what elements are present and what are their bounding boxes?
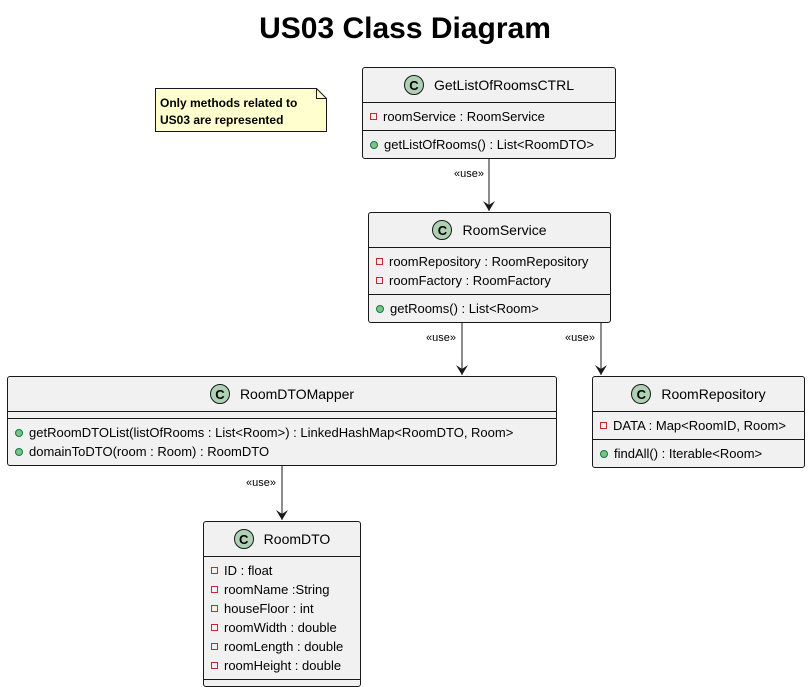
field-text: roomName :String (224, 582, 330, 597)
class-badge-icon: C (209, 384, 230, 404)
diagram-title: US03 Class Diagram (259, 12, 551, 45)
class-header: C RoomService (369, 213, 610, 248)
field-text: houseFloor : int (224, 601, 314, 616)
field-row: roomLength : double (211, 637, 360, 656)
method-row: domainToDTO(room : Room) : RoomDTO (15, 442, 556, 461)
field-text: ID : float (224, 563, 273, 578)
class-name: RoomRepository (661, 386, 766, 402)
class-roomdto[interactable]: C RoomDTO ID : float roomName :String ho… (203, 521, 361, 687)
field-row: roomFactory : RoomFactory (376, 271, 610, 290)
field-row: ID : float (211, 561, 360, 580)
field-row: roomWidth : double (211, 618, 360, 637)
fields-section: ID : float roomName :String houseFloor :… (204, 557, 360, 680)
class-name: RoomService (462, 222, 547, 238)
stereotype-mapper-dto: «use» (246, 477, 276, 489)
private-marker-icon (211, 662, 218, 669)
method-row: getRoomDTOList(listOfRooms : List<Room>)… (15, 423, 556, 442)
class-badge-icon: C (403, 75, 424, 95)
methods-section: getRoomDTOList(listOfRooms : List<Room>)… (8, 419, 556, 465)
field-row: DATA : Map<RoomID, Room> (600, 416, 804, 435)
private-marker-icon (370, 113, 377, 120)
method-text: domainToDTO(room : Room) : RoomDTO (29, 444, 270, 459)
private-marker-icon (211, 567, 218, 574)
private-marker-icon (376, 258, 383, 265)
class-badge-icon: C (631, 384, 652, 404)
field-text: roomRepository : RoomRepository (389, 254, 589, 269)
fields-section: DATA : Map<RoomID, Room> (593, 412, 804, 440)
methods-section: getListOfRooms() : List<RoomDTO> (363, 131, 615, 158)
class-getlistofroomsctrl[interactable]: C GetListOfRoomsCTRL roomService : RoomS… (362, 67, 616, 159)
public-marker-icon (15, 428, 23, 437)
class-header: C RoomRepository (593, 377, 804, 412)
private-marker-icon (211, 605, 218, 612)
private-marker-icon (211, 643, 218, 650)
class-roomrepository[interactable]: C RoomRepository DATA : Map<RoomID, Room… (592, 376, 805, 468)
field-text: roomFactory : RoomFactory (389, 273, 551, 288)
field-row: roomName :String (211, 580, 360, 599)
field-text: roomService : RoomService (383, 109, 545, 124)
note-line-1: Only methods related to (160, 96, 298, 110)
class-name: GetListOfRoomsCTRL (433, 77, 575, 93)
class-header: C RoomDTOMapper (8, 377, 556, 412)
field-text: roomHeight : double (224, 658, 342, 673)
public-marker-icon (376, 304, 384, 313)
field-text: roomLength : double (224, 639, 344, 654)
public-marker-icon (370, 140, 378, 149)
class-badge-icon: C (233, 529, 254, 549)
private-marker-icon (376, 277, 383, 284)
method-row: getRooms() : List<Room> (376, 299, 610, 318)
field-text: DATA : Map<RoomID, Room> (613, 418, 786, 433)
private-marker-icon (600, 422, 607, 429)
fields-section: roomRepository : RoomRepository roomFact… (369, 248, 610, 295)
field-row: roomRepository : RoomRepository (376, 252, 610, 271)
field-text: roomWidth : double (224, 620, 337, 635)
private-marker-icon (211, 624, 218, 631)
note-line-2: US03 are represented (160, 113, 284, 127)
public-marker-icon (15, 447, 23, 456)
methods-section: findAll() : Iterable<Room> (593, 440, 804, 467)
method-text: getListOfRooms() : List<RoomDTO> (384, 137, 594, 152)
method-text: getRoomDTOList(listOfRooms : List<Room>)… (29, 425, 514, 440)
field-row: roomHeight : double (211, 656, 360, 675)
stereotype-ctrl-service: «use» (454, 168, 484, 180)
note: Only methods related to US03 are represe… (155, 88, 327, 132)
class-roomdtomapper[interactable]: C RoomDTOMapper getRoomDTOList(listOfRoo… (7, 376, 557, 466)
fields-section (8, 412, 556, 419)
method-row: findAll() : Iterable<Room> (600, 444, 804, 463)
class-name: RoomDTO (263, 531, 331, 547)
methods-section: getRooms() : List<Room> (369, 295, 610, 322)
class-header: C RoomDTO (204, 522, 360, 557)
class-name: RoomDTOMapper (239, 386, 355, 402)
stereotype-service-repository: «use» (565, 332, 595, 344)
class-badge-icon: C (432, 220, 453, 240)
method-text: getRooms() : List<Room> (390, 301, 539, 316)
fields-section: roomService : RoomService (363, 103, 615, 131)
methods-section (204, 680, 360, 686)
field-row: houseFloor : int (211, 599, 360, 618)
private-marker-icon (211, 586, 218, 593)
method-row: getListOfRooms() : List<RoomDTO> (370, 135, 615, 154)
field-row: roomService : RoomService (370, 107, 615, 126)
public-marker-icon (600, 449, 608, 458)
note-shape (155, 88, 327, 132)
method-text: findAll() : Iterable<Room> (614, 446, 763, 461)
class-header: C GetListOfRoomsCTRL (363, 68, 615, 103)
class-roomservice[interactable]: C RoomService roomRepository : RoomRepos… (368, 212, 611, 323)
stereotype-service-mapper: «use» (426, 332, 456, 344)
